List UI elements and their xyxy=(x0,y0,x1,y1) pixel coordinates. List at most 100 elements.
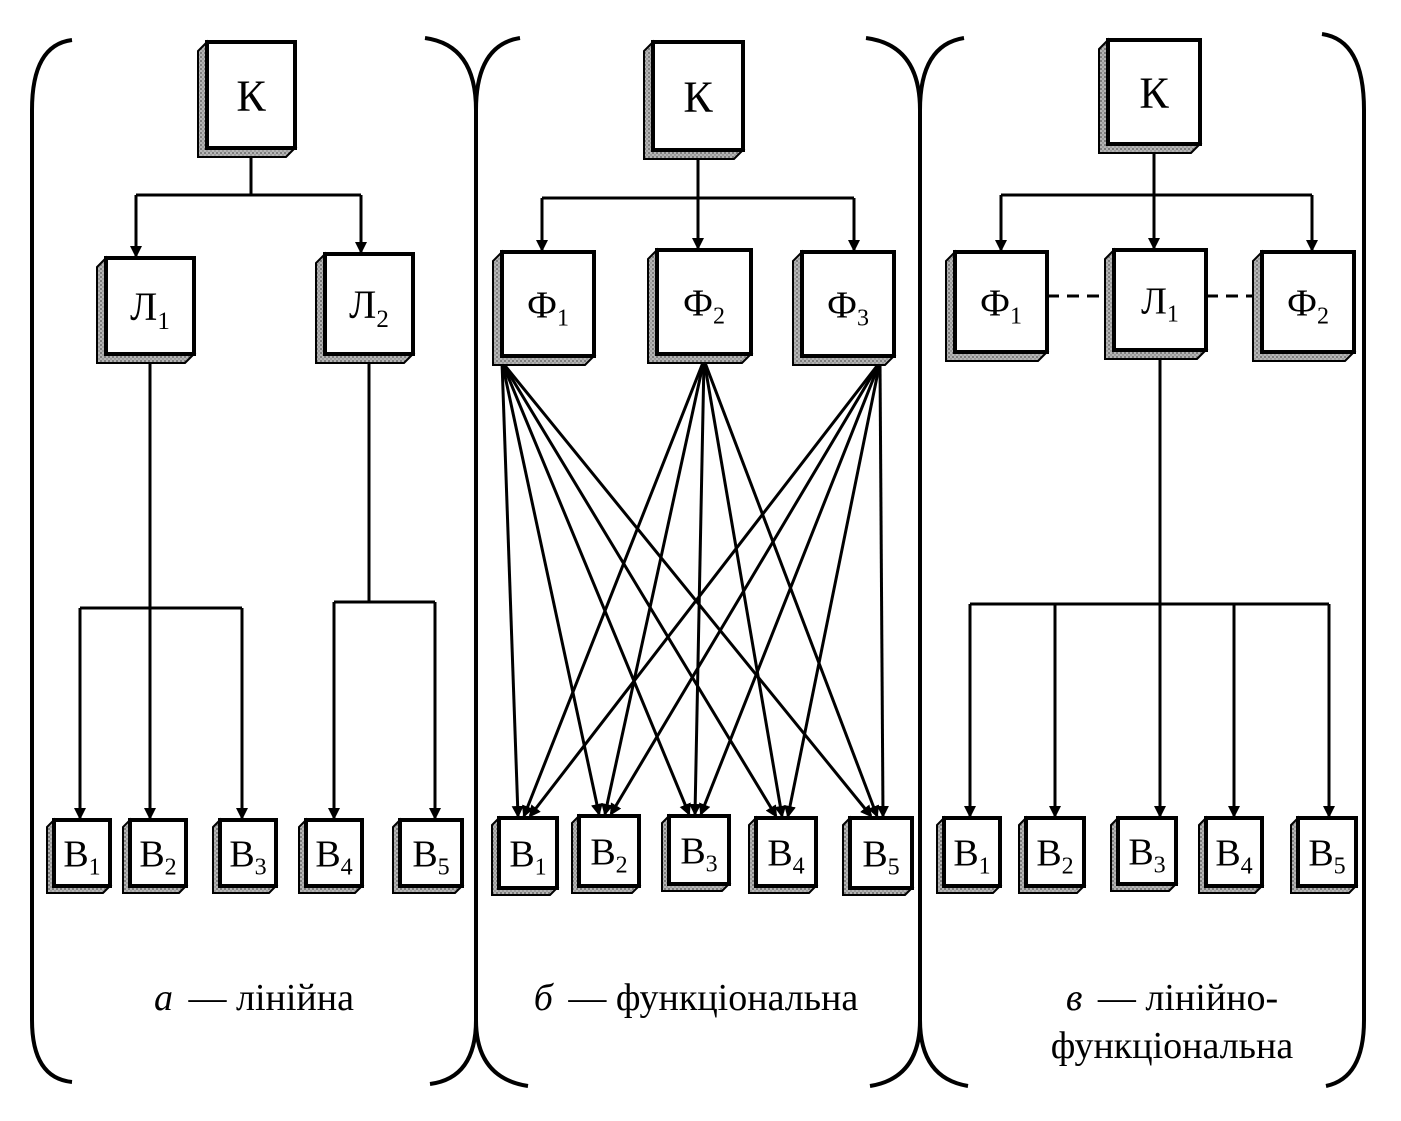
panel-linear-mid-box-1-frame xyxy=(104,256,196,356)
panel-linear-bottom-box-2-label-sub: 2 xyxy=(165,854,177,880)
captions: а — лінійна б — функціональна в — лінійн… xyxy=(154,977,1293,1067)
panel-linear-functional-mid-box-1-label-sub: 1 xyxy=(1010,303,1022,329)
panel-linear-bottom-box-2-label: В2 xyxy=(139,833,176,880)
panel-functional-root-box-frame xyxy=(651,40,745,152)
panel-linear-bottom-box-4-label-main: В xyxy=(315,833,340,875)
panel-functional-f2-to-b1 xyxy=(522,359,706,818)
panel-linear-bottom-box-3-frame xyxy=(218,818,278,888)
panel-linear-functional-bottom-box-4: В4 xyxy=(1198,815,1265,894)
panel-functional-bottom-box-5-label-main: В xyxy=(862,833,887,875)
panel-functional-bottom-box-1-label-sub: 1 xyxy=(535,854,547,880)
panel-linear-root-box-label: К xyxy=(236,71,266,120)
panel-functional-f1-to-b2 xyxy=(500,361,603,816)
panel-functional-f3-to-b2 xyxy=(609,361,882,816)
panel-linear-functional-bottom-box-4-label-sub: 4 xyxy=(1241,853,1253,879)
panel-linear-functional-mid-box-2-label-sub: 1 xyxy=(1167,301,1179,327)
panel-functional-mid-box-2-label: Ф2 xyxy=(683,282,725,329)
panel-functional-bottom-box-4-label-sub: 4 xyxy=(793,853,805,879)
panel-linear-bottom-box-2: В2 xyxy=(122,817,189,894)
panel-linear-bottom-box-5-label: В5 xyxy=(412,833,449,880)
panel-linear-bottom-box-5-frame xyxy=(398,818,464,888)
panel-linear-mid-box-2: Л2 xyxy=(315,251,416,364)
panel-linear-functional-bottom-box-2: В2 xyxy=(1018,815,1087,894)
panel-functional-bottom-box-4: В4 xyxy=(748,815,819,894)
caption-text-c-1: — лінійно- xyxy=(1097,977,1278,1019)
panel-functional-bottom-box-4-label: В4 xyxy=(767,832,804,879)
panel-linear-functional-root-box-label: К xyxy=(1139,68,1169,117)
panel-linear-functional-mid-box-2-frame xyxy=(1112,248,1208,352)
panel-functional-bottom-box-2: В2 xyxy=(571,813,642,894)
panel-functional-root-box-label: К xyxy=(683,72,713,121)
panel-linear-functional-root-box-label-main: К xyxy=(1139,68,1169,117)
panel-functional-mid-box-1: Ф1 xyxy=(492,249,597,366)
frame-left-top-b xyxy=(474,36,521,111)
panel-functional-f3-to-b4 xyxy=(784,361,882,818)
panel-linear-functional-mid-box-1-label: Ф1 xyxy=(980,282,1022,329)
caption-letter-c: в xyxy=(1066,977,1083,1019)
panel-linear-bottom-box-4: В4 xyxy=(298,817,365,894)
panel-linear-bottom-box-1-label-sub: 1 xyxy=(89,854,101,880)
panel-functional-root-box: К xyxy=(643,39,746,160)
panel-linear-functional-mid-box-3-label-sub: 2 xyxy=(1317,303,1329,329)
panel-linear-functional-mid-box-3-frame xyxy=(1260,250,1356,354)
panel-linear-functional-bottom-box-3-label: В3 xyxy=(1128,831,1165,878)
panel-linear-functional-bottom-box-3-label-sub: 3 xyxy=(1154,852,1166,878)
panel-linear-bottom-box-2-frame xyxy=(128,818,188,888)
frame-right-bracket-panel-c xyxy=(1321,32,1366,1088)
panel-functional-f1-to-b4 xyxy=(500,361,778,818)
panel-linear-functional-bottom-box-2-label-sub: 2 xyxy=(1062,853,1074,879)
panel-linear-functional-root-box: К xyxy=(1098,37,1203,154)
panel-linear-bottom-box-3-label-sub: 3 xyxy=(255,854,267,880)
panel-functional-bottom-box-3-label-sub: 3 xyxy=(706,851,718,877)
panel-linear-mid-box-2-label: Л2 xyxy=(349,282,389,333)
panel-linear-functional-bottom-box-2-frame xyxy=(1024,816,1086,888)
panel-functional-f1-to-b1 xyxy=(500,361,524,818)
panel-linear-bottom-box-3-label: В3 xyxy=(229,833,266,880)
panel-linear-bottom-box-2-label-main: В xyxy=(139,833,164,875)
panel-linear-mid-box-2-label-main: Л xyxy=(349,282,376,327)
panel-linear-bottom-box-5-label-sub: 5 xyxy=(438,854,450,880)
panel-linear-mid-box-2-frame xyxy=(323,252,415,356)
panel-functional-mid-box-3-label-sub: 3 xyxy=(857,305,869,331)
frame-right-bottom-a xyxy=(429,1019,478,1086)
panel-functional-bottom-box-1: В1 xyxy=(491,815,560,896)
panel-functional-bottom-box-1-label-main: В xyxy=(509,833,534,875)
panel-linear-mid-box-1: Л1 xyxy=(96,255,197,364)
panel-functional-mid-box-3-label-main: Ф xyxy=(827,284,857,326)
panel-linear-root-box: К xyxy=(197,39,298,158)
panel-functional-mid-box-2-frame xyxy=(655,248,753,356)
panel-linear-bottom-box-1-label-main: В xyxy=(63,833,88,875)
panel-functional-bottom-box-2-label: В2 xyxy=(590,831,627,878)
panel-linear-functional-mid-box-1: Ф1 xyxy=(945,249,1050,362)
panel-linear-functional-bottom-box-3-frame xyxy=(1116,816,1178,886)
panel-linear-functional-root-box-frame xyxy=(1106,38,1202,146)
panel-linear-bottom-box-3-label-main: В xyxy=(229,833,254,875)
panel-functional-bottom-box-4-frame xyxy=(754,816,818,888)
panel-functional-mid-box-2-label-main: Ф xyxy=(683,282,713,324)
panel-linear-functional-bottom-box-1-label-main: В xyxy=(953,832,978,874)
connectors xyxy=(74,144,1335,820)
frame-left-bracket-panel-a xyxy=(30,38,73,1084)
panel-functional-bottom-box-3-label: В3 xyxy=(680,830,717,877)
panel-linear-bottom-box-1: В1 xyxy=(46,817,113,894)
panel-functional-bottom-box-3-frame xyxy=(667,814,731,886)
panel-functional-root-box-label-main: К xyxy=(683,72,713,121)
panel-linear-functional-bottom-box-5-frame xyxy=(1296,816,1358,888)
panel-linear-root-box-frame xyxy=(205,40,297,150)
panel-linear-functional-bottom-box-4-label-main: В xyxy=(1215,832,1240,874)
panel-functional-f1-to-b3 xyxy=(500,361,691,816)
panel-functional-bottom-box-3-label-main: В xyxy=(680,830,705,872)
panel-functional-bottom-box-1-frame xyxy=(497,816,559,890)
caption-text-a: — лінійна xyxy=(188,977,355,1019)
panel-linear-functional-bottom-box-1: В1 xyxy=(936,815,1003,894)
panel-linear-functional-bottom-box-4-label: В4 xyxy=(1215,832,1252,879)
panel-linear-mid-box-1-label: Л1 xyxy=(130,284,170,335)
panel-functional-mid-box-3-frame xyxy=(800,250,896,358)
caption-panel-b: б — функціональна xyxy=(534,977,859,1019)
panel-linear-functional-bottom-box-4-frame xyxy=(1204,816,1264,888)
panel-linear-functional-bottom-box-3: В3 xyxy=(1110,815,1179,892)
panel-linear-functional-bottom-box-3-label-main: В xyxy=(1128,831,1153,873)
frame-left-top-c xyxy=(918,36,965,111)
